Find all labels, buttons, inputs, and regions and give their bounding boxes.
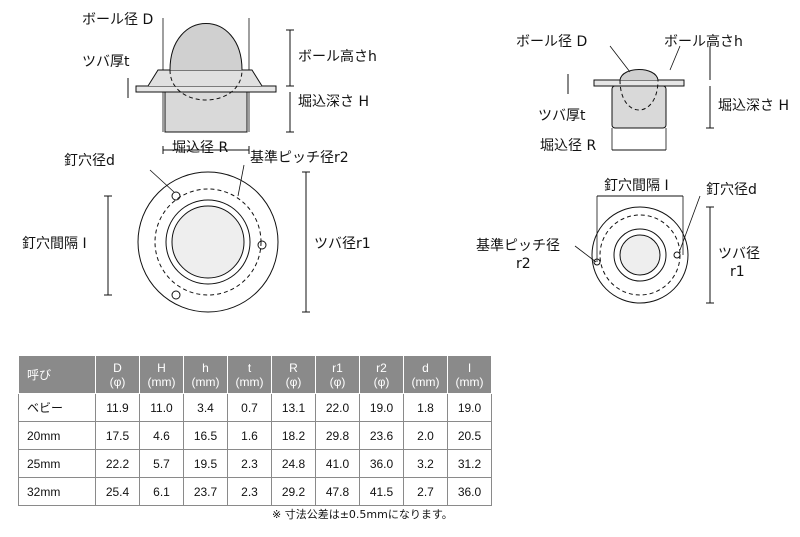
table-cell: 3.4 [183, 393, 228, 422]
table-cell: 22.2 [95, 449, 140, 478]
spec-table: 呼び D(φ) H(mm) h(mm) t(mm) R(φ) r1(φ) r2(… [18, 355, 492, 506]
table-cell: 5.7 [139, 449, 184, 478]
table-cell: 2.7 [403, 477, 448, 506]
label-hole-spacing-left: 釘穴間隔 I [22, 235, 87, 252]
table-cell: 0.7 [227, 393, 272, 422]
header-cell: D(φ) [95, 355, 140, 394]
table-row: 32mm 25.4 6.1 23.7 2.3 29.2 47.8 41.5 2.… [18, 477, 492, 506]
table-cell: 19.0 [447, 393, 492, 422]
table-cell: 25.4 [95, 477, 140, 506]
label-hole-spacing-right: 釘穴間隔 I [604, 177, 669, 194]
right-side-view [567, 45, 714, 151]
table-cell: 22.0 [315, 393, 360, 422]
header-cell: r2(φ) [359, 355, 404, 394]
label-pitch-dia-right-1: 基準ピッチ径 [476, 237, 560, 254]
table-cell: 13.1 [271, 393, 316, 422]
table-cell: 11.0 [139, 393, 184, 422]
table-row: ベビー 11.9 11.0 3.4 0.7 13.1 22.0 19.0 1.8… [18, 393, 492, 422]
table-cell: 1.6 [227, 421, 272, 450]
label-ball-dia-left: ボール径 D [82, 12, 153, 28]
table-cell: 11.9 [95, 393, 140, 422]
table-cell: 17.5 [95, 421, 140, 450]
table-cell: 41.0 [315, 449, 360, 478]
table-cell: 2.3 [227, 449, 272, 478]
header-cell: 呼び [18, 355, 96, 394]
table-cell: 29.2 [271, 477, 316, 506]
table-cell: 23.7 [183, 477, 228, 506]
left-top-view [104, 164, 310, 313]
label-ball-dia-right: ボール径 D [516, 34, 587, 50]
table-cell: 20.5 [447, 421, 492, 450]
label-bore-depth-right: 堀込深さ H [718, 98, 789, 114]
label-flange-thk-right: ツバ厚t [538, 108, 586, 124]
table-cell: 31.2 [447, 449, 492, 478]
header-cell: h(mm) [183, 355, 228, 394]
table-row: 20mm 17.5 4.6 16.5 1.6 18.2 29.8 23.6 2.… [18, 421, 492, 450]
table-cell: 23.6 [359, 421, 404, 450]
label-bore-depth-left: 堀込深さ H [298, 94, 369, 110]
table-cell: 16.5 [183, 421, 228, 450]
table-cell: 19.5 [183, 449, 228, 478]
left-side-view [127, 18, 294, 154]
label-flange-dia-right-2: r1 [730, 264, 745, 280]
table-cell: ベビー [18, 393, 96, 422]
header-cell: R(φ) [271, 355, 316, 394]
label-bore-dia-right: 堀込径 R [540, 138, 596, 154]
label-flange-dia-left: ツバ径r1 [314, 236, 371, 252]
table-cell: 36.0 [447, 477, 492, 506]
table-cell: 19.0 [359, 393, 404, 422]
header-cell: r1(φ) [315, 355, 360, 394]
header-cell: d(mm) [403, 355, 448, 394]
table-cell: 20mm [18, 421, 96, 450]
table-cell: 36.0 [359, 449, 404, 478]
label-pitch-dia-left: 基準ピッチ径r2 [250, 149, 349, 166]
table-cell: 2.0 [403, 421, 448, 450]
label-bore-dia-left: 堀込径 R [172, 140, 228, 156]
table-cell: 47.8 [315, 477, 360, 506]
label-ball-height-left: ボール高さh [298, 48, 377, 65]
table-cell: 6.1 [139, 477, 184, 506]
label-pitch-dia-right-2: r2 [516, 256, 531, 272]
table-cell: 3.2 [403, 449, 448, 478]
table-cell: 2.3 [227, 477, 272, 506]
table-row: 25mm 22.2 5.7 19.5 2.3 24.8 41.0 36.0 3.… [18, 449, 492, 478]
label-hole-dia-left: 釘穴径d [64, 152, 115, 169]
table-cell: 32mm [18, 477, 96, 506]
table-cell: 25mm [18, 449, 96, 478]
label-flange-dia-right-1: ツバ径 [718, 246, 760, 262]
header-cell: H(mm) [139, 355, 184, 394]
label-ball-height-right: ボール高さh [664, 33, 743, 50]
table-header-row: 呼び D(φ) H(mm) h(mm) t(mm) R(φ) r1(φ) r2(… [18, 355, 492, 394]
tolerance-note: ※ 寸法公差は±0.5mmになります。 [272, 508, 453, 521]
table-cell: 4.6 [139, 421, 184, 450]
label-hole-dia-right: 釘穴径d [706, 181, 757, 198]
right-top-view [574, 195, 714, 304]
header-cell: I(mm) [447, 355, 492, 394]
table-cell: 18.2 [271, 421, 316, 450]
table-cell: 1.8 [403, 393, 448, 422]
ball-transfer-diagram: ボール径 D ツバ厚t ボール高さh 堀込深さ H 堀込径 R 釘穴径d 基準ピ… [22, 12, 789, 313]
label-flange-thk-left: ツバ厚t [82, 54, 130, 70]
table-cell: 41.5 [359, 477, 404, 506]
header-cell: t(mm) [227, 355, 272, 394]
table-cell: 24.8 [271, 449, 316, 478]
table-cell: 29.8 [315, 421, 360, 450]
